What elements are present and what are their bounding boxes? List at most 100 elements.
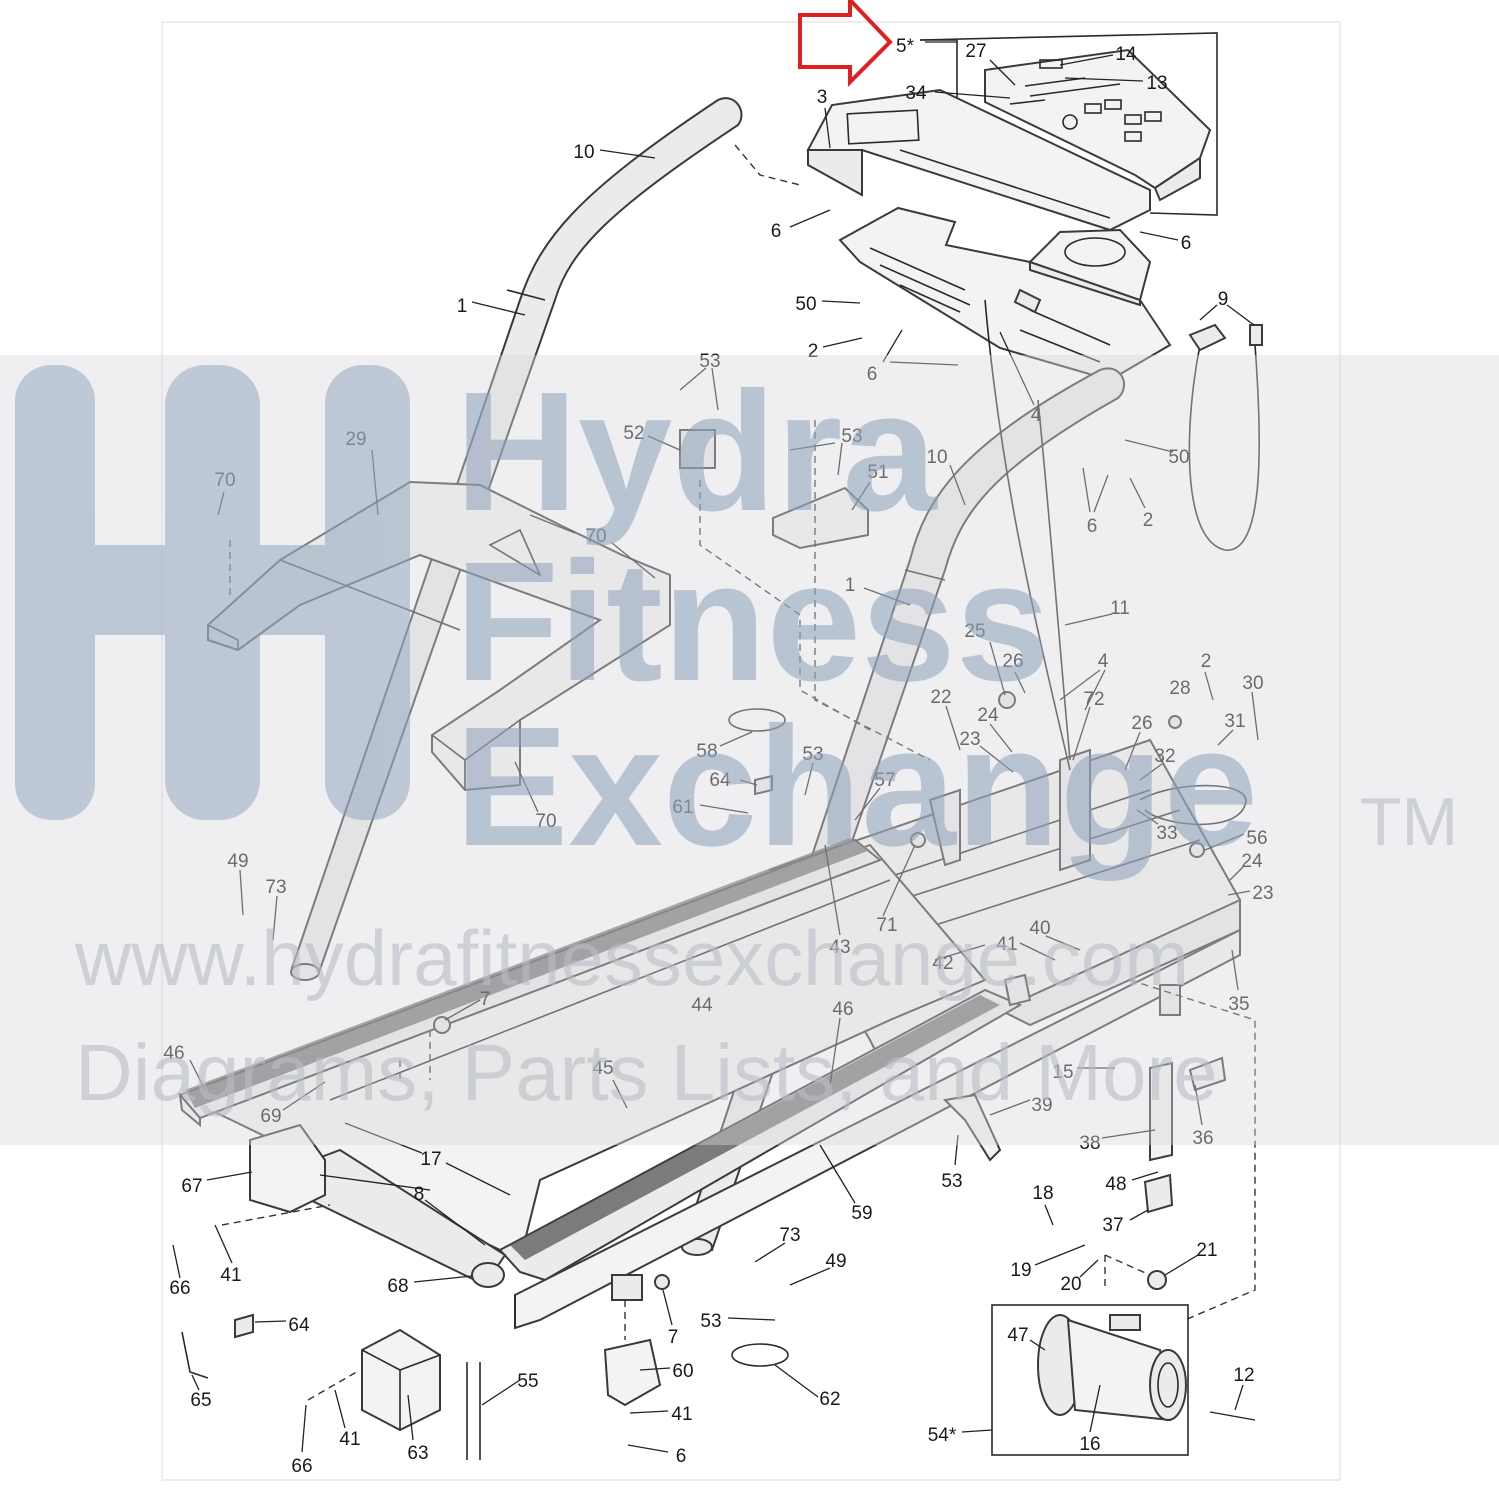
belt-tread-pattern [185, 838, 1000, 1260]
part-callout-c41d: 41 [339, 1429, 360, 1450]
wiring [466, 299, 1261, 1460]
watermark: Hydra Fitness Exchange TM www.hydrafitne… [0, 355, 1499, 1145]
part-callout-c39: 39 [1031, 1095, 1052, 1116]
stand-60 [611, 1274, 643, 1301]
part-callout-c6b: 6 [1181, 233, 1192, 254]
part-callout-c4b: 4 [1098, 651, 1109, 672]
part-callout-c33: 33 [1156, 823, 1177, 844]
part-callout-c42: 42 [932, 953, 953, 974]
part-callout-c4a: 4 [1031, 405, 1042, 426]
part-callout-c53b: 53 [841, 426, 862, 447]
part-callout-c55: 55 [517, 1371, 538, 1392]
part-callout-c37: 37 [1102, 1215, 1123, 1236]
part-callout-c32: 32 [1154, 746, 1175, 767]
incline-leg [1143, 1056, 1227, 1214]
part-callout-c70b: 70 [585, 526, 606, 547]
part-callout-c18: 18 [1032, 1183, 1053, 1204]
part-callout-c50a: 50 [795, 294, 816, 315]
part-callout-c1a: 1 [457, 296, 468, 317]
part-callout-c41c: 41 [671, 1404, 692, 1425]
part-callout-c41b: 41 [220, 1265, 241, 1286]
watermark-trademark: TM [1360, 784, 1458, 860]
part-callout-c23b: 23 [1252, 883, 1273, 904]
part-callout-c53a: 53 [699, 351, 720, 372]
part-callout-c13: 13 [1146, 73, 1167, 94]
part-callout-c23a: 23 [959, 729, 980, 750]
part-callout-c70c: 70 [535, 811, 556, 832]
part-callout-c47: 47 [1007, 1325, 1028, 1346]
part-callout-c69: 69 [260, 1106, 281, 1127]
part-callout-c45: 45 [592, 1058, 613, 1079]
part-callout-c7b: 7 [668, 1327, 679, 1348]
watermark-logo-icon [15, 365, 410, 820]
part-callout-c19: 19 [1010, 1260, 1031, 1281]
part-callout-c40: 40 [1029, 918, 1050, 939]
part-callout-c11: 11 [1110, 598, 1130, 619]
part-callout-c56: 56 [1246, 828, 1267, 849]
part-callout-c36: 36 [1192, 1128, 1213, 1149]
console-detail-box [919, 32, 1218, 216]
part-callout-c38: 38 [1079, 1133, 1100, 1154]
part-callout-c27: 27 [965, 41, 986, 62]
part-callout-c68: 68 [387, 1276, 408, 1297]
part-callout-c66a: 66 [169, 1278, 190, 1299]
part-callout-c59: 59 [851, 1203, 872, 1224]
part-callout-c46b: 46 [163, 1043, 184, 1064]
part-callout-c3: 3 [817, 87, 828, 108]
part-callout-c6d: 6 [1087, 516, 1098, 537]
console-mount-plate [838, 206, 1172, 382]
console-base [806, 88, 1151, 232]
part-callout-c24b: 24 [1241, 851, 1263, 872]
part-callout-c63: 63 [407, 1443, 428, 1464]
motor-housing [361, 1328, 441, 1432]
part-callout-c48: 48 [1105, 1174, 1126, 1195]
part-callout-c15: 15 [1052, 1062, 1073, 1083]
part-callout-c34: 34 [905, 83, 927, 104]
part-callout-c51: 51 [867, 462, 888, 483]
part-callout-c6e: 6 [676, 1446, 687, 1467]
front-roller-assembly [249, 1123, 507, 1288]
part-callout-c54: 54* [928, 1425, 957, 1446]
part-callout-c41a: 41 [996, 934, 1017, 955]
part-callout-c22: 22 [930, 687, 951, 708]
highlight-arrow [798, 0, 893, 87]
part-callout-c25: 25 [964, 621, 985, 642]
part-callout-c43: 43 [829, 937, 850, 958]
part-callout-c17: 17 [420, 1149, 441, 1170]
part-callout-c52: 52 [623, 423, 644, 444]
bracket-60 [603, 1338, 662, 1407]
part-callout-c26b: 26 [1131, 713, 1152, 734]
part-callout-c12: 12 [1233, 1365, 1254, 1386]
part-callout-c6c: 6 [867, 364, 878, 385]
part-callout-c20: 20 [1060, 1274, 1081, 1295]
part-callout-c2b: 2 [1143, 510, 1154, 531]
part-callout-c31: 31 [1224, 711, 1245, 732]
part-callout-c1b: 1 [845, 575, 856, 596]
part-callout-c8: 8 [414, 1184, 425, 1205]
part-callout-c28: 28 [1169, 678, 1190, 699]
part-callout-c64a: 64 [709, 770, 731, 791]
part-callout-c24a: 24 [977, 705, 999, 726]
part-callout-c2c: 2 [1201, 651, 1212, 672]
part-callout-c9: 9 [1218, 289, 1229, 310]
part-callout-c53d: 53 [941, 1171, 962, 1192]
part-callout-c30: 30 [1242, 673, 1263, 694]
part-callout-c46a: 46 [832, 999, 853, 1020]
left-upright [290, 97, 743, 981]
part-callout-c6a: 6 [771, 221, 782, 242]
part-callout-c73a: 73 [265, 877, 286, 898]
bracket-39 [942, 1093, 1002, 1162]
watermark-tagline: Diagrams, Parts Lists, and More [75, 1028, 1218, 1117]
part-callout-c10a: 10 [573, 142, 594, 163]
part-callout-c21: 21 [1196, 1240, 1217, 1261]
drawing-border [161, 21, 1341, 1481]
part-callout-c60: 60 [672, 1361, 693, 1382]
part-callout-c65: 65 [190, 1390, 211, 1411]
part-callout-c50b: 50 [1168, 447, 1189, 468]
part-callout-c44: 44 [691, 995, 713, 1016]
part-callout-c58: 58 [696, 741, 717, 762]
part-callout-c35: 35 [1228, 994, 1249, 1015]
part-callout-c61: 61 [672, 797, 693, 818]
part-callout-c66b: 66 [291, 1456, 312, 1477]
